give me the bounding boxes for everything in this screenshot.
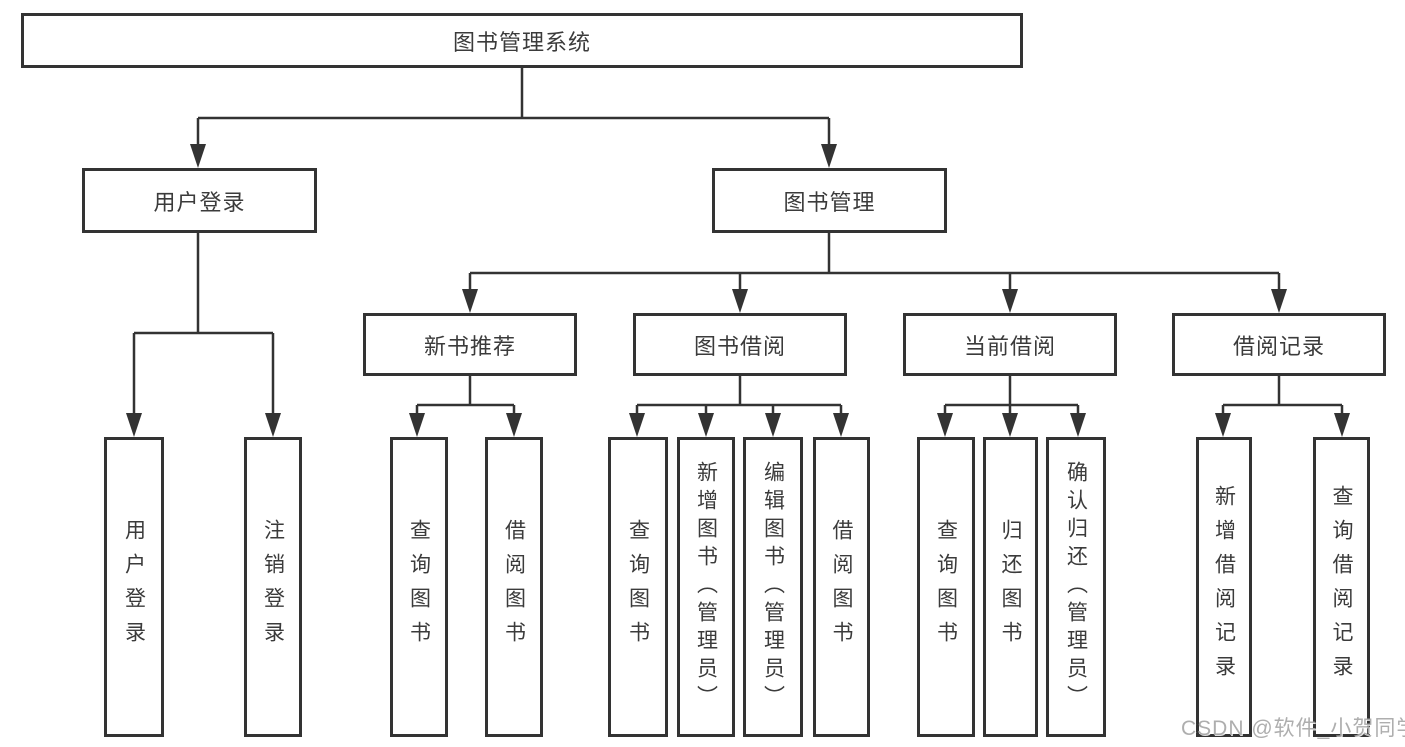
leaf-label: 查询借阅记录	[1330, 485, 1353, 689]
leaf-label: 用户登录	[122, 519, 146, 655]
connector-book-mgmt-to-level3	[468, 233, 1281, 295]
arrowhead-icon	[765, 413, 781, 437]
node-label: 借阅记录	[1232, 333, 1325, 359]
leaf-confirm-return-admin: 确认归还（管理员）	[1046, 437, 1106, 737]
arrowhead-icon	[1271, 289, 1287, 313]
arrowhead-icon	[833, 413, 849, 437]
leaf-borrow-books-new-book: 借阅图书	[485, 437, 543, 737]
arrowhead-icon	[1002, 413, 1018, 437]
leaf-add-borrow-record: 新增借阅记录	[1196, 437, 1252, 737]
leaf-label: 借阅图书	[830, 519, 853, 655]
connector-borrow-rec-to-leaves	[1221, 376, 1344, 419]
arrowhead-icon	[409, 413, 425, 437]
leaf-user-login: 用户登录	[104, 437, 164, 737]
leaf-label: 新增图书（管理员）	[694, 461, 718, 713]
arrowhead-icon	[506, 413, 522, 437]
node-current-borrowing: 当前借阅	[903, 313, 1117, 376]
leaf-label: 新增借阅记录	[1212, 485, 1236, 689]
connector-book-borrow-to-leaves	[635, 376, 843, 419]
node-library-management-system: 图书管理系统	[21, 13, 1023, 68]
leaf-label: 归还图书	[999, 519, 1022, 655]
arrowhead-icon	[265, 413, 281, 437]
connector-new-book-to-leaves	[415, 376, 516, 419]
arrowhead-icon	[190, 144, 206, 168]
leaf-query-books-new-book: 查询图书	[390, 437, 448, 737]
leaf-label: 查询图书	[934, 519, 958, 655]
leaf-borrow-books-borrowing: 借阅图书	[813, 437, 870, 737]
arrowhead-icon	[462, 289, 478, 313]
arrowhead-icon	[1002, 289, 1018, 313]
arrowhead-icon	[937, 413, 953, 437]
leaf-label: 查询图书	[626, 519, 650, 655]
arrowhead-icon	[698, 413, 714, 437]
node-label: 当前借阅	[963, 333, 1056, 359]
leaf-return-books: 归还图书	[983, 437, 1038, 737]
leaf-add-books-admin: 新增图书（管理员）	[677, 437, 735, 737]
leaf-logout: 注销登录	[244, 437, 302, 737]
arrowhead-icon	[732, 289, 748, 313]
leaf-label: 编辑图书（管理员）	[761, 461, 785, 713]
node-label: 用户登录	[153, 189, 246, 215]
arrowhead-icon	[1334, 413, 1350, 437]
node-label: 图书借阅	[693, 333, 786, 359]
node-book-management: 图书管理	[712, 168, 947, 233]
leaf-label: 确认归还（管理员）	[1064, 461, 1088, 713]
node-label: 新书推荐	[423, 333, 516, 359]
leaf-query-books-borrowing: 查询图书	[608, 437, 668, 737]
arrowhead-icon	[629, 413, 645, 437]
node-borrowing-records: 借阅记录	[1172, 313, 1386, 376]
arrowhead-icon	[821, 144, 837, 168]
arrowhead-icon	[1070, 413, 1086, 437]
leaf-edit-books-admin: 编辑图书（管理员）	[743, 437, 803, 737]
node-label: 图书管理系统	[452, 29, 591, 55]
node-new-book-recommendation: 新书推荐	[363, 313, 577, 376]
arrowhead-icon	[1215, 413, 1231, 437]
leaf-label: 借阅图书	[502, 519, 526, 655]
connector-cur-borrow-to-leaves	[943, 376, 1080, 419]
csdn-watermark: CSDN @软件_小贺同学	[1181, 717, 1405, 740]
node-user-login: 用户登录	[82, 168, 317, 233]
leaf-label: 查询图书	[407, 519, 431, 655]
arrowhead-icon	[126, 413, 142, 437]
connector-user-login-to-leaves	[132, 233, 275, 419]
node-book-borrowing: 图书借阅	[633, 313, 847, 376]
leaf-query-books-current: 查询图书	[917, 437, 975, 737]
connector-root-to-level2	[196, 68, 831, 150]
leaf-label: 注销登录	[261, 519, 285, 655]
leaf-query-borrow-record: 查询借阅记录	[1313, 437, 1370, 737]
node-label: 图书管理	[783, 189, 876, 215]
